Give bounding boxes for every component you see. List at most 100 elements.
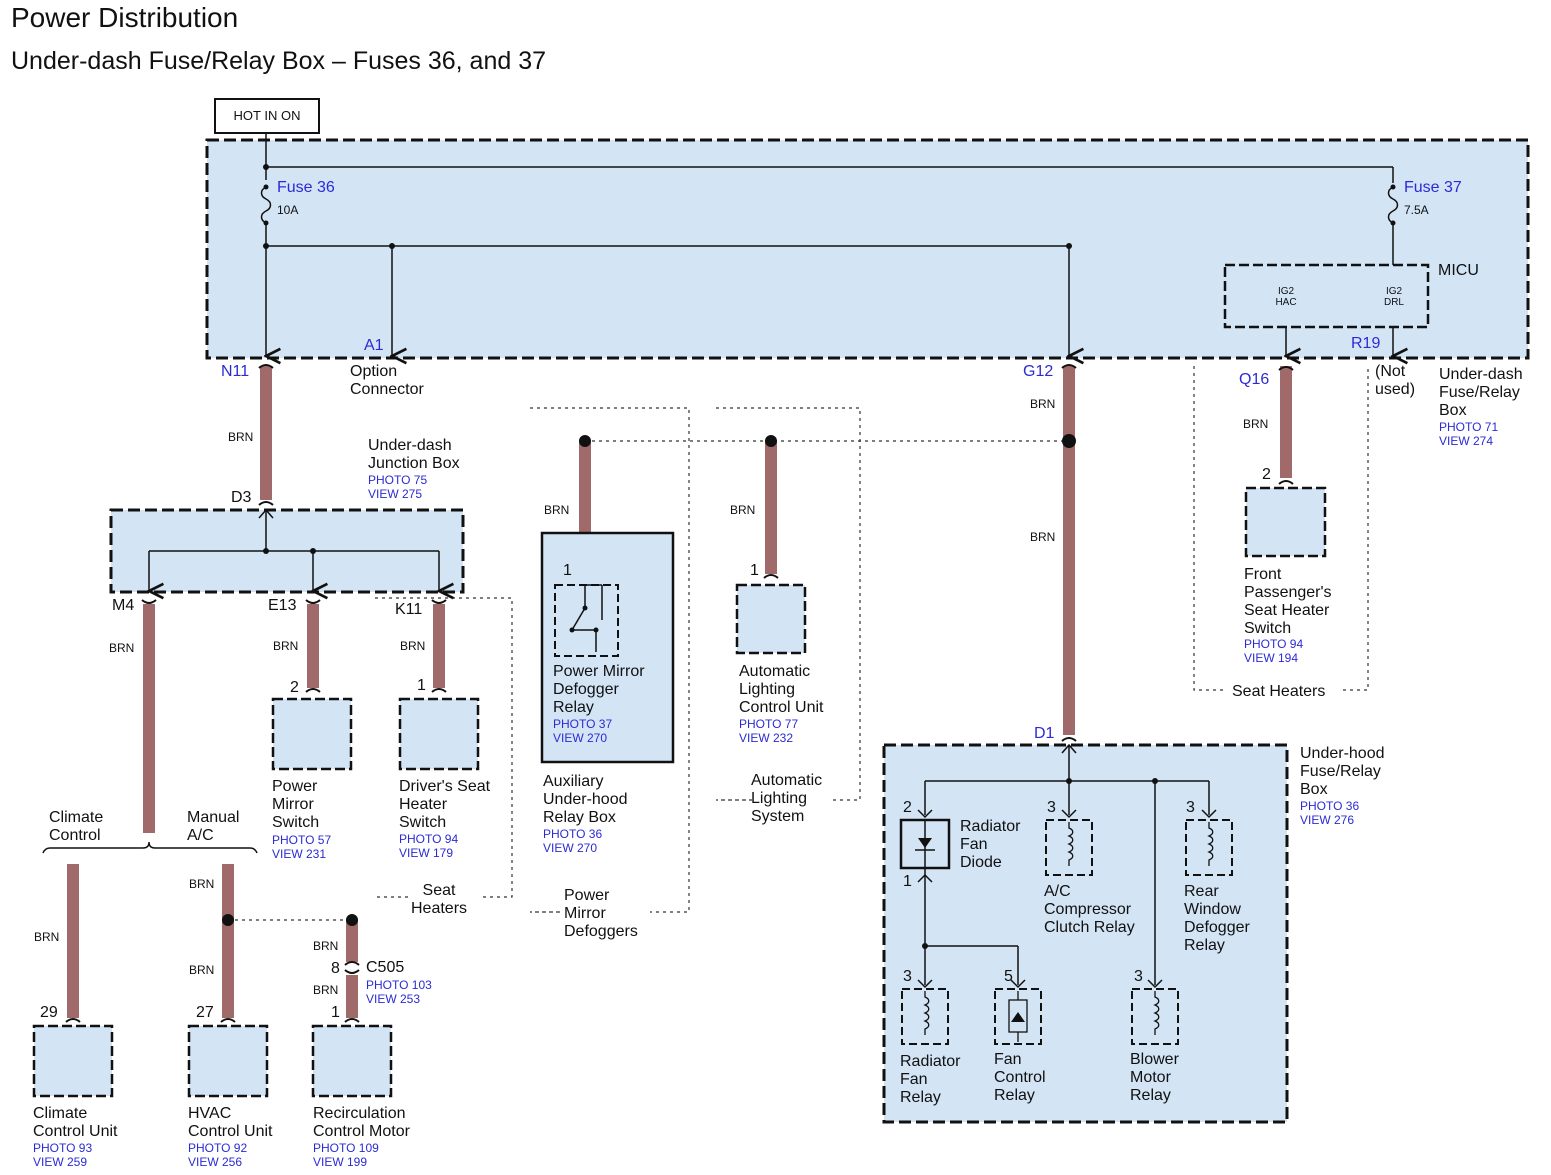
underdash-box-label: Under-dash Fuse/Relay Box xyxy=(1439,366,1523,419)
auto-lighting-unit-box xyxy=(735,583,807,655)
wire-color-label: BRN xyxy=(189,963,215,977)
auto-light-unit-ref: PHOTO 77 VIEW 232 xyxy=(739,717,799,745)
auto-lighting-outline xyxy=(716,407,861,801)
driver-seat-switch-label: Driver's Seat Heater Switch xyxy=(399,778,491,831)
terminal-k11: K11 xyxy=(395,601,423,618)
pin-number: 29 xyxy=(40,1004,58,1021)
fuse-36-label: Fuse 36 xyxy=(277,179,335,196)
micu-pin-ig2-hac: IG2 HAC xyxy=(1275,286,1297,308)
fuse-36-rating: 10A xyxy=(277,203,299,217)
manual-ac-label: Manual A/C xyxy=(187,809,240,844)
terminal-d3: D3 xyxy=(231,489,252,506)
terminal-g12: G12 xyxy=(1023,363,1054,380)
wire-color-label: BRN xyxy=(109,641,135,655)
wire-color-label: BRN xyxy=(273,639,299,653)
not-used-label: (Not used) xyxy=(1375,363,1416,398)
seat-heaters-left-label: Seat Heaters xyxy=(411,882,468,917)
aux-box-ref: PHOTO 36 VIEW 270 xyxy=(543,827,603,855)
pin-number: 27 xyxy=(196,1004,214,1021)
option-connector-label: Option Connector xyxy=(350,363,424,398)
hvac-unit-label: HVAC Control Unit xyxy=(188,1105,273,1140)
fuse-37-label: Fuse 37 xyxy=(1404,179,1462,196)
hot-in-on-label: HOT IN ON xyxy=(214,98,320,134)
micu-pin-ig2-drl: IG2 DRL xyxy=(1383,286,1404,308)
hvac-unit-box xyxy=(187,1024,269,1098)
terminal-q16: Q16 xyxy=(1239,371,1270,388)
wire-color-label: BRN xyxy=(730,503,756,517)
front-passenger-switch-box xyxy=(1244,486,1327,558)
ac-relay-symbol xyxy=(1045,819,1093,876)
pin-number: 3 xyxy=(903,968,912,985)
climate-unit-label: Climate Control Unit xyxy=(33,1105,118,1140)
pin-number: 2 xyxy=(290,679,299,696)
aux-box-label: Auxiliary Under-hood Relay Box xyxy=(543,773,628,826)
wire-color-label: BRN xyxy=(189,877,215,891)
auto-light-unit-label: Automatic Lighting Control Unit xyxy=(739,663,824,716)
radfan-relay-label: Radiator Fan Relay xyxy=(900,1053,961,1106)
fuse-36-symbol xyxy=(260,186,272,224)
pin-number: 3 xyxy=(1047,799,1056,816)
underhood-box-label: Under-hood Fuse/Relay Box xyxy=(1300,745,1385,798)
auto-light-system-label: Automatic Lighting System xyxy=(751,772,823,825)
recirc-motor-ref: PHOTO 109 VIEW 199 xyxy=(313,1141,379,1169)
junction-box-ref: PHOTO 75 VIEW 275 xyxy=(368,473,428,501)
micu-label: MICU xyxy=(1438,262,1479,279)
wire-color-label: BRN xyxy=(1030,530,1056,544)
junction-box-label: Under-dash Junction Box xyxy=(368,437,460,472)
front-passenger-switch-label: Front Passenger's Seat Heater Switch xyxy=(1244,566,1332,637)
recirc-motor-box xyxy=(311,1024,393,1098)
terminal-n11: N11 xyxy=(221,363,250,380)
wire-color-label: BRN xyxy=(544,503,570,517)
pin-number: 8 xyxy=(331,960,340,977)
driver-seat-switch-ref: PHOTO 94 VIEW 179 xyxy=(399,832,459,860)
wire-color-label: BRN xyxy=(34,930,60,944)
underhood-box-ref: PHOTO 36 VIEW 276 xyxy=(1300,799,1360,827)
terminal-a1: A1 xyxy=(364,337,384,354)
seat-heaters-right-outline xyxy=(1193,366,1369,691)
pin-number: 1 xyxy=(903,873,912,890)
fuse-37-rating: 7.5A xyxy=(1404,203,1429,217)
c505-ref: PHOTO 103 VIEW 253 xyxy=(366,978,432,1006)
hvac-unit-ref: PHOTO 92 VIEW 256 xyxy=(188,1141,248,1169)
terminal-r19: R19 xyxy=(1351,335,1381,352)
terminal-d1: D1 xyxy=(1034,725,1055,742)
pin-number: 1 xyxy=(331,1004,340,1021)
pmd-relay-label: Power Mirror Defogger Relay xyxy=(553,663,645,716)
wire-color-label: BRN xyxy=(1030,397,1056,411)
wire-color-label: BRN xyxy=(1243,417,1269,431)
page-title: Power Distribution xyxy=(11,2,239,33)
power-mirror-switch-box xyxy=(271,697,353,771)
terminal-c505: C505 xyxy=(366,959,405,976)
recirc-motor-label: Recirculation Control Motor xyxy=(313,1105,410,1140)
power-mirror-switch-label: Power Mirror Switch xyxy=(272,778,320,831)
terminal-m4: M4 xyxy=(112,597,135,614)
fanctrl-relay-label: Fan Control Relay xyxy=(994,1051,1046,1104)
terminal-e13: E13 xyxy=(268,597,297,614)
climate-unit-box xyxy=(32,1024,114,1098)
pin-number: 1 xyxy=(563,562,572,579)
pin-number: 2 xyxy=(1262,466,1271,483)
pin-number: 1 xyxy=(750,562,759,579)
pmd-relay-symbol xyxy=(554,584,619,657)
wire-color-label: BRN xyxy=(313,939,339,953)
climate-unit-ref: PHOTO 93 VIEW 259 xyxy=(33,1141,93,1169)
fuse-37-symbol xyxy=(1387,186,1399,224)
pin-number: 5 xyxy=(1004,968,1013,985)
pmd-relay-ref: PHOTO 37 VIEW 270 xyxy=(553,717,613,745)
blower-relay-label: Blower Motor Relay xyxy=(1130,1051,1179,1104)
power-mirror-switch-ref: PHOTO 57 VIEW 231 xyxy=(272,833,332,861)
wire-color-label: BRN xyxy=(400,639,426,653)
underhood-fuse-box xyxy=(882,743,1289,1124)
driver-seat-switch-box xyxy=(398,697,480,771)
rear-relay-label: Rear Window Defogger Relay xyxy=(1184,883,1250,954)
radiator-diode-label: Radiator Fan Diode xyxy=(960,818,1021,871)
wire-color-label: BRN xyxy=(228,430,254,444)
pm-defoggers-group-label: Power Mirror Defoggers xyxy=(564,887,638,940)
page-subtitle: Under-dash Fuse/Relay Box – Fuses 36, an… xyxy=(11,47,547,75)
pin-number: 3 xyxy=(1186,799,1195,816)
front-passenger-switch-ref: PHOTO 94 VIEW 194 xyxy=(1244,637,1304,665)
pm-defoggers-outline xyxy=(530,407,690,913)
pin-number: 2 xyxy=(903,799,912,816)
seat-heaters-group-label: Seat Heaters xyxy=(1232,683,1326,700)
